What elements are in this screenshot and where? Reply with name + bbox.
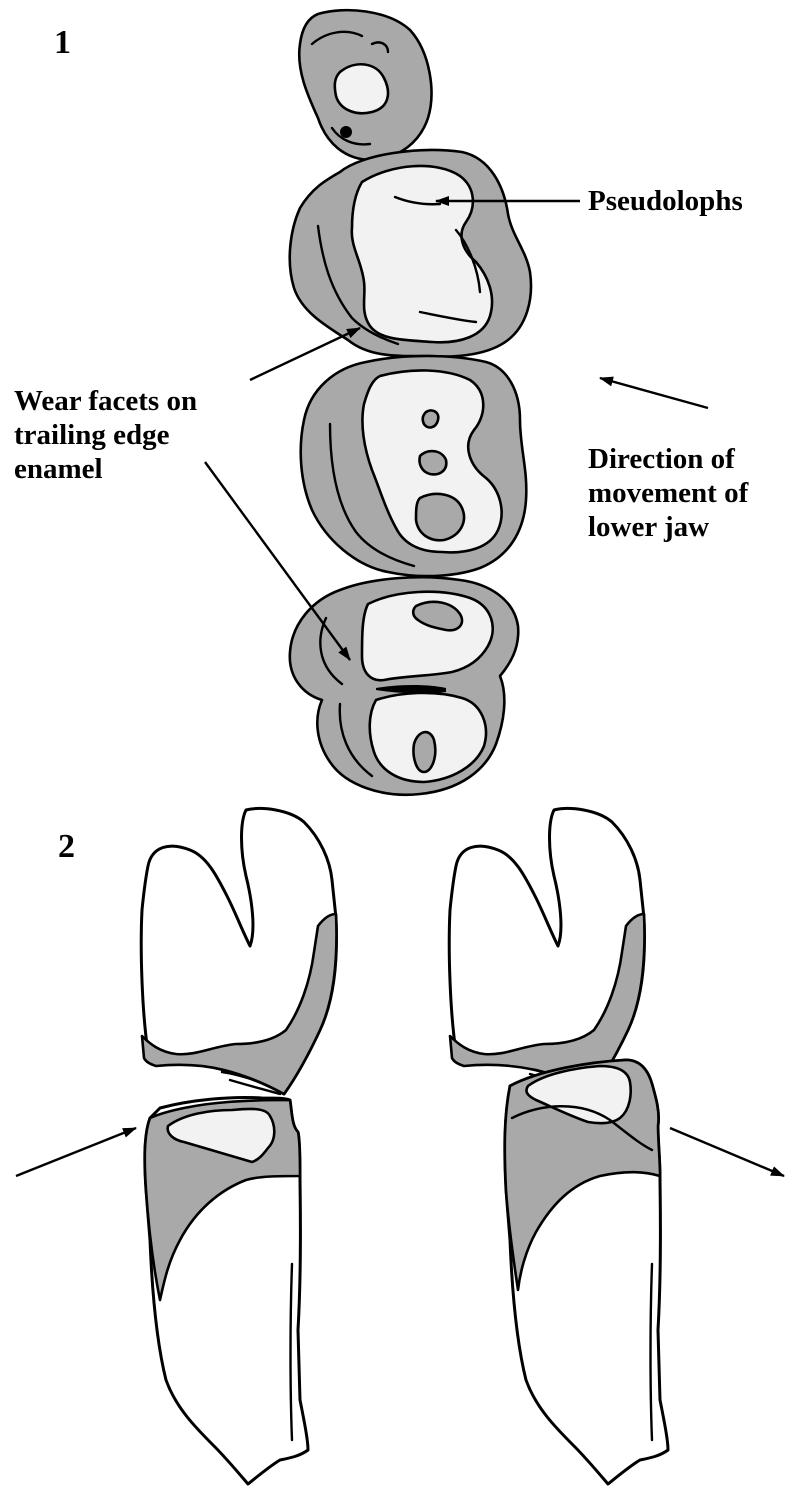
molar-upper	[290, 150, 531, 356]
premolar-top-dentine	[335, 64, 388, 113]
lateral-view-right	[449, 809, 784, 1485]
left-movement-arrow	[16, 1128, 136, 1176]
jaw-direction-arrow	[600, 378, 708, 408]
wear-facets-label-line-3: enamel	[14, 452, 197, 486]
molar-lower-pit	[413, 732, 435, 772]
wear-facets-label-line-1: Wear facets on	[14, 384, 197, 418]
wear-facets-label: Wear facets on trailing edge enamel	[14, 384, 197, 486]
wear-facets-label-line-2: trailing edge	[14, 418, 197, 452]
molar-middle-island-2	[419, 451, 446, 474]
direction-label-line-3: lower jaw	[588, 510, 748, 544]
premolar-top	[299, 10, 431, 160]
molar-middle	[301, 356, 527, 576]
direction-label-line-2: movement of	[588, 476, 748, 510]
molar-middle-island-1	[423, 410, 439, 427]
direction-label-line-1: Direction of	[588, 442, 748, 476]
molar-middle-fold	[416, 494, 464, 540]
right-movement-arrow	[670, 1128, 784, 1176]
premolar-top-pit	[340, 126, 352, 138]
direction-label: Direction of movement of lower jaw	[588, 442, 748, 544]
panel-1-number: 1	[54, 26, 71, 60]
lateral-view-left	[16, 809, 336, 1485]
molar-row-occlusal-view	[205, 10, 708, 795]
molar-lower	[290, 577, 518, 795]
pseudolophs-label: Pseudolophs	[588, 184, 743, 218]
panel-2-number: 2	[58, 830, 75, 864]
